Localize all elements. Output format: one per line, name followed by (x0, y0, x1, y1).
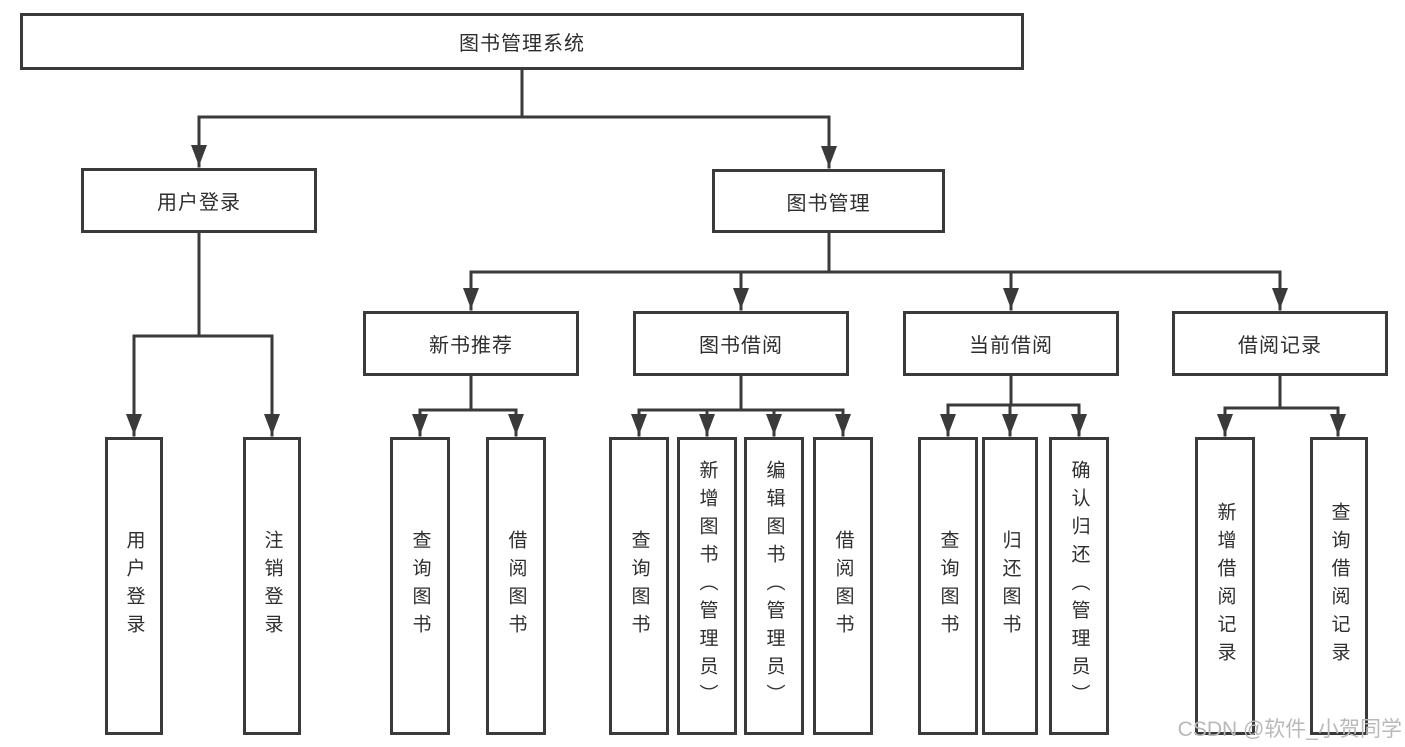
leaf-logout: 注销登录 (243, 437, 301, 735)
book-borrowing-box: 图书借阅 (633, 311, 849, 376)
new-book-recommend-label: 新书推荐 (429, 335, 513, 357)
leaf-query-books-borrowing: 查询图书 (609, 437, 669, 735)
leaf-query-books-borrowing-label: 查询图书 (628, 530, 650, 642)
leaf-query-books-current: 查询图书 (918, 437, 978, 735)
leaf-borrow-books-recommend: 借阅图书 (486, 437, 546, 735)
watermark: CSDN @软件_小贺同学 (1177, 718, 1402, 741)
root-label: 图书管理系统 (459, 33, 585, 55)
leaf-user-login-label: 用户登录 (123, 530, 145, 642)
root-box: 图书管理系统 (20, 13, 1024, 70)
user-login-box: 用户登录 (81, 168, 317, 233)
book-management-label: 图书管理 (786, 192, 871, 215)
leaf-return-books: 归还图书 (982, 437, 1038, 735)
leaf-add-borrow-record: 新增借阅记录 (1195, 437, 1255, 735)
leaf-edit-books-admin-label: 编辑图书（管理员） (763, 460, 785, 712)
leaf-confirm-return-admin-label: 确认归还（管理员） (1068, 460, 1090, 712)
leaf-query-borrow-record-label: 查询借阅记录 (1328, 502, 1350, 670)
leaf-add-borrow-record-label: 新增借阅记录 (1214, 502, 1236, 670)
book-borrowing-label: 图书借阅 (699, 335, 783, 357)
current-borrowing-label: 当前借阅 (969, 335, 1053, 357)
borrowing-records-box: 借阅记录 (1172, 311, 1388, 376)
leaf-edit-books-admin: 编辑图书（管理员） (744, 437, 804, 735)
current-borrowing-box: 当前借阅 (903, 311, 1119, 376)
user-login-label: 用户登录 (157, 192, 241, 214)
leaf-borrow-books-borrowing-label: 借阅图书 (832, 530, 854, 642)
leaf-user-login: 用户登录 (105, 437, 163, 735)
leaf-confirm-return-admin: 确认归还（管理员） (1049, 437, 1109, 735)
leaf-add-books-admin-label: 新增图书（管理员） (696, 460, 718, 712)
leaf-return-books-label: 归还图书 (999, 530, 1021, 642)
leaf-query-books-recommend: 查询图书 (390, 437, 450, 735)
borrowing-records-label: 借阅记录 (1238, 335, 1322, 357)
book-management-box: 图书管理 (712, 169, 945, 233)
leaf-query-books-current-label: 查询图书 (937, 530, 959, 642)
new-book-recommend-box: 新书推荐 (363, 311, 579, 376)
leaf-query-books-recommend-label: 查询图书 (409, 530, 431, 642)
leaf-logout-label: 注销登录 (261, 530, 283, 642)
leaf-borrow-books-recommend-label: 借阅图书 (505, 530, 527, 642)
leaf-add-books-admin: 新增图书（管理员） (677, 437, 737, 735)
leaf-borrow-books-borrowing: 借阅图书 (813, 437, 873, 735)
leaf-query-borrow-record: 查询借阅记录 (1310, 437, 1368, 735)
